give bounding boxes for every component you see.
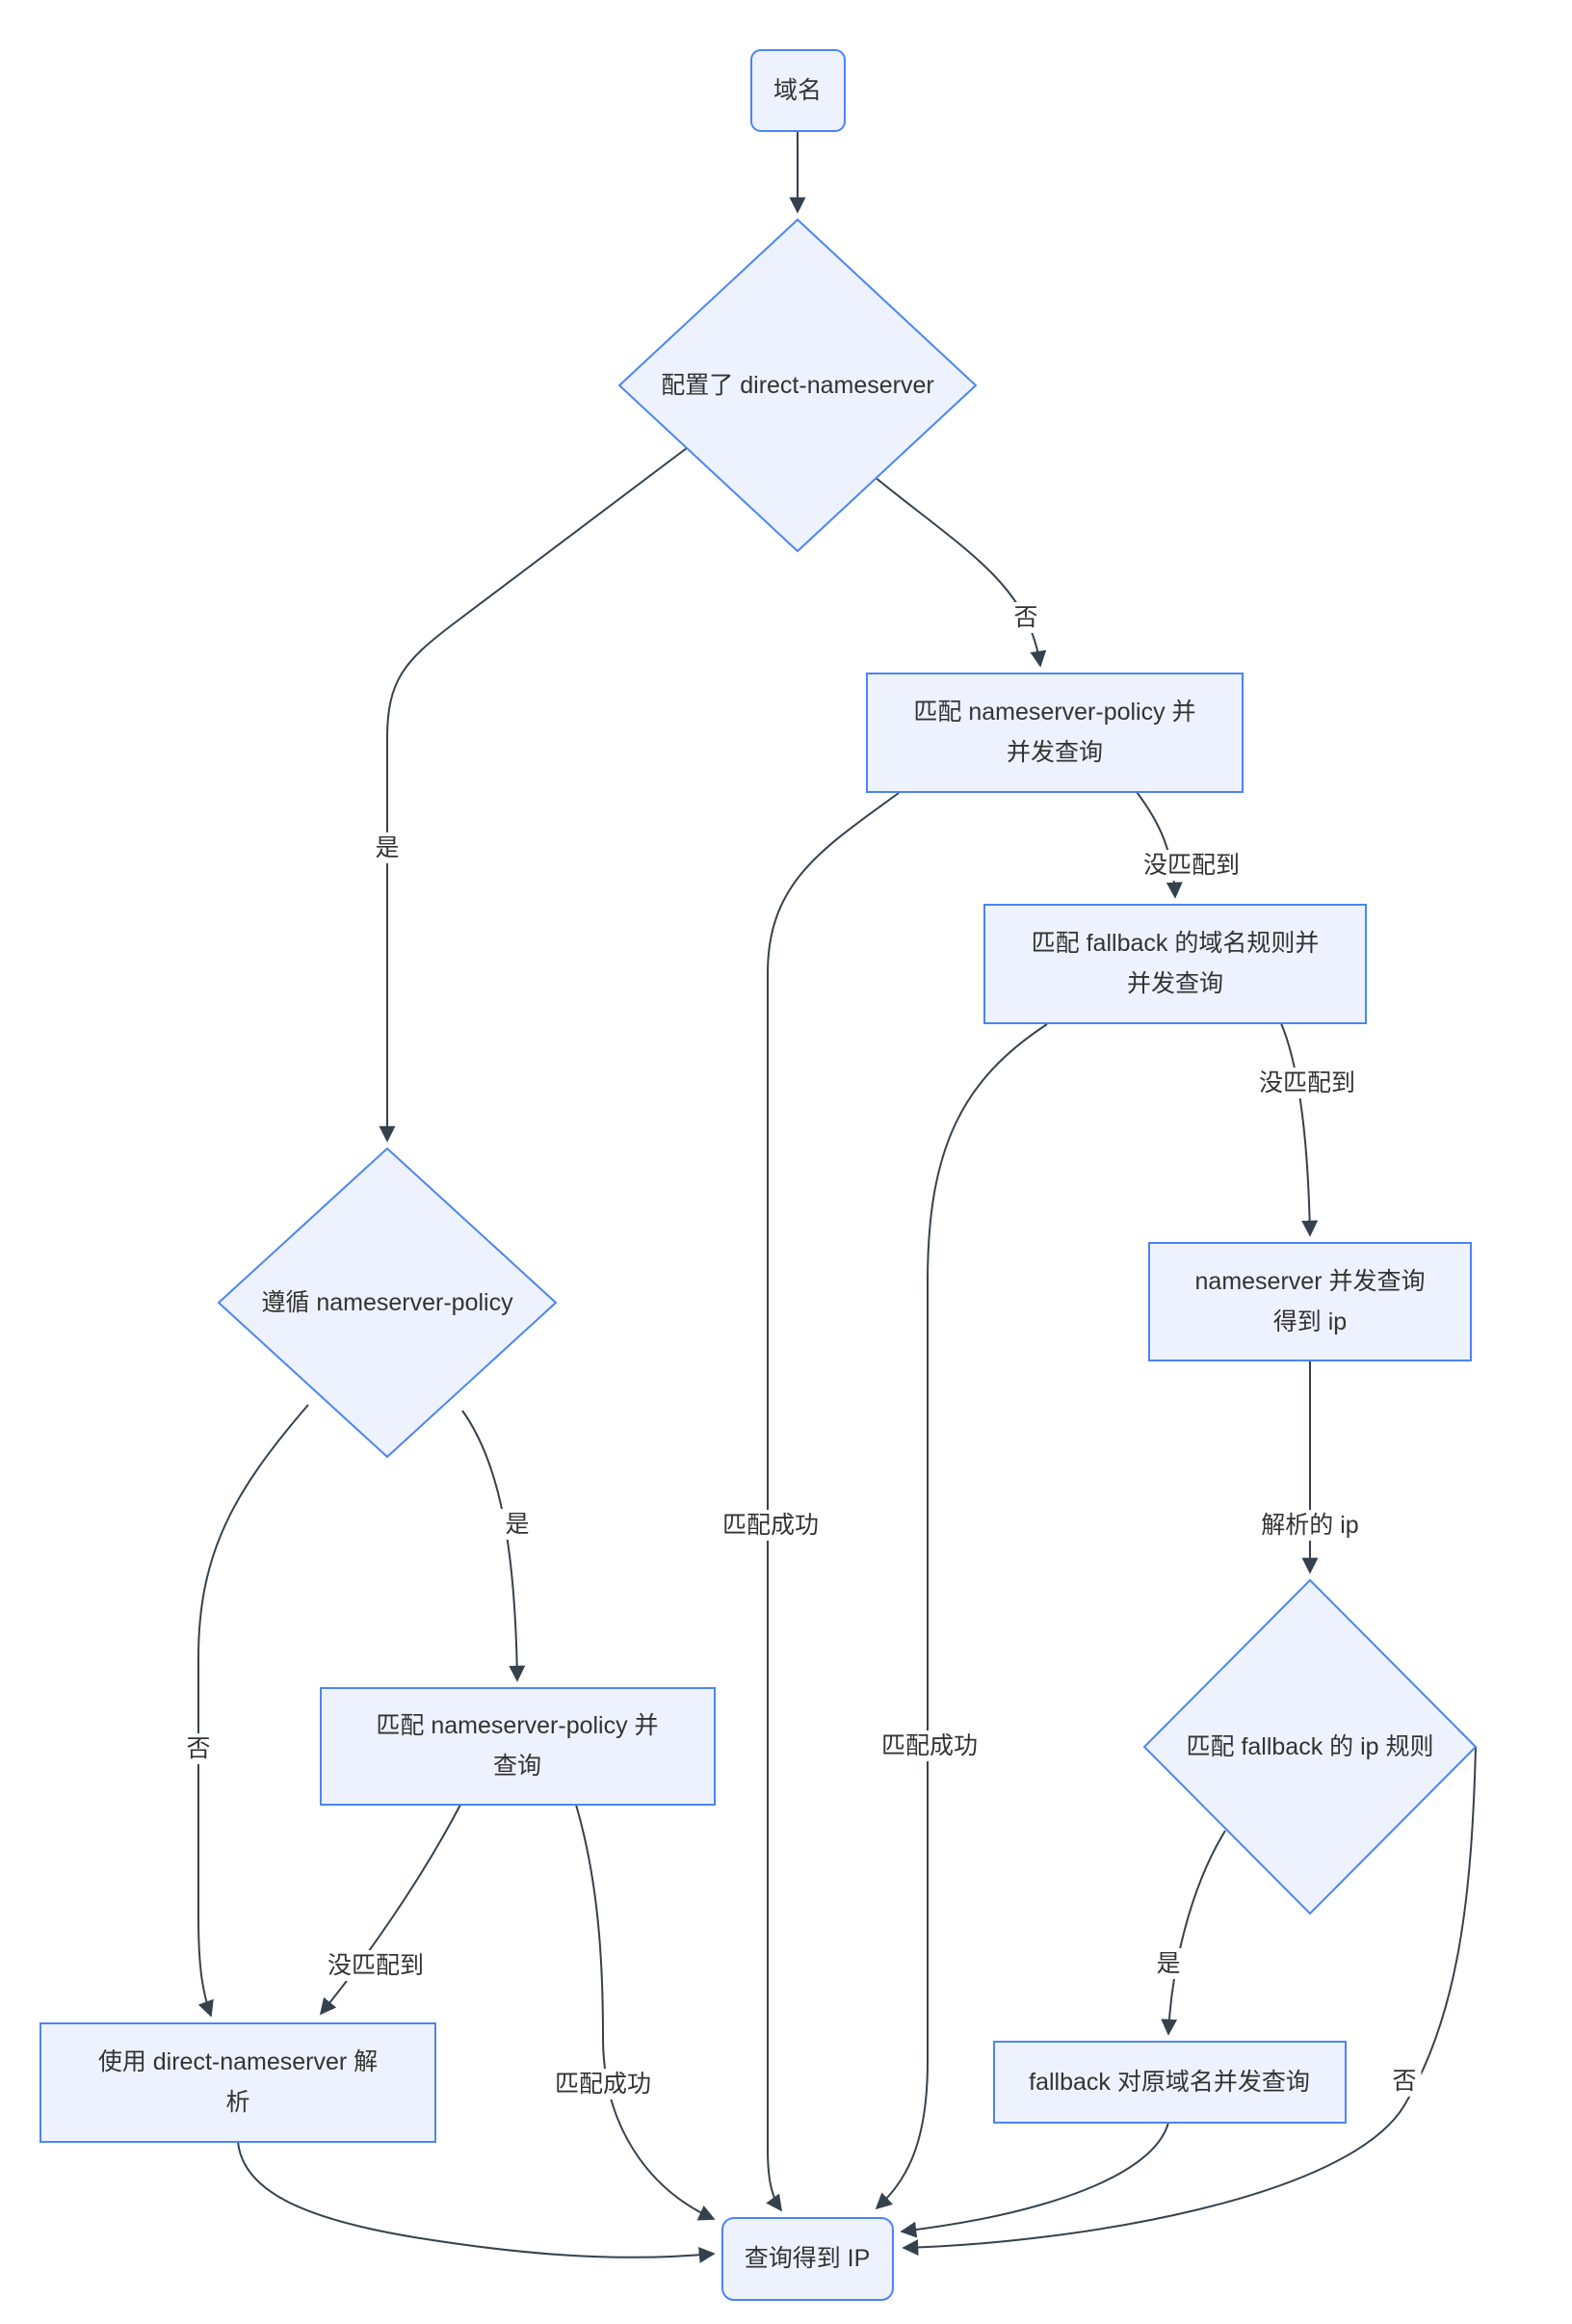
edge-label-fallback-domain-no-match: 没匹配到 [1253,1068,1361,1098]
edge-fallback-ip-yes-to-fallback-query [1161,1830,1226,2036]
node-policy-concurrent-shape [866,673,1244,793]
edge-direct-no-to-policy-concurrent [874,476,1047,668]
edge-label-policy-concurrent-no-match: 没匹配到 [1138,850,1245,881]
node-result-shape [721,2217,894,2301]
edge-policy-query-success-to-result [575,1804,716,2221]
edge-policy-query-nomatch-to-direct-resolve [319,1804,461,2016]
node-fallback-query-label: fallback 对原域名并发查询 [1029,2062,1310,2102]
edge-label-direct-no: 否 [1009,602,1043,633]
edge-label-follow-yes: 是 [500,1509,535,1540]
node-nameserver-query-label: nameserver 并发查询 得到 ip [1195,1261,1426,1342]
node-fallback-ip-check-text: 匹配 fallback 的 ip 规则 [1186,1733,1434,1760]
node-direct-resolve-line2: 析 [225,2089,250,2116]
node-nameserver-query-line1: nameserver 并发查询 [1194,1268,1426,1295]
node-fallback-ip-check-shape [1142,1578,1478,1915]
node-nameserver-query-shape [1148,1242,1472,1361]
node-direct-resolve-line1: 使用 direct-nameserver 解 [97,2048,379,2075]
edge-policy-concurrent-success-to-result [766,792,900,2212]
node-fallback-ip-check-label: 匹配 fallback 的 ip 规则 [1186,1727,1433,1767]
node-policy-query-line2: 查询 [492,1753,542,1780]
node-direct-resolve-label: 使用 direct-nameserver 解 析 [98,2042,378,2123]
edge-fallback-domain-success-to-result [875,1023,1048,2210]
edge-follow-no-to-direct-resolve [197,1404,309,2018]
node-domain-text: 域名 [773,77,823,104]
edge-label-policy-concurrent-success: 匹配成功 [717,1510,825,1541]
node-fallback-domain-line2: 并发查询 [1126,970,1224,997]
node-nameserver-query-line2: 得到 ip [1272,1308,1348,1335]
nodes-layer [39,49,1478,2301]
edge-policy-concurrent-to-fallback-domain [1136,791,1183,899]
node-policy-concurrent-label: 匹配 nameserver-policy 并 并发查询 [913,692,1195,773]
node-result-label: 查询得到 IP [745,2238,871,2279]
edge-label-fallback-domain-success: 匹配成功 [876,1730,983,1761]
edge-direct-resolve-to-result [237,2141,716,2263]
edge-label-direct-yes: 是 [370,832,405,863]
node-policy-query-line1: 匹配 nameserver-policy 并 [376,1712,659,1739]
edge-label-follow-no: 否 [181,1733,216,1764]
edge-fallback-ip-no-to-result [902,1746,1477,2257]
node-policy-query-shape [320,1687,716,1806]
edge-fallback-domain-to-nameserver-query [1280,1022,1319,1237]
node-fallback-query-shape [993,2041,1347,2124]
node-domain-label: 域名 [773,70,822,111]
node-policy-query-label: 匹配 nameserver-policy 并 查询 [376,1705,658,1786]
node-direct-check-label: 配置了 direct-nameserver [661,365,933,406]
node-follow-policy-label: 遵循 nameserver-policy [261,1282,512,1323]
edge-label-fallback-ip-no: 否 [1387,2066,1422,2097]
edge-label-resolved-ip: 解析的 ip [1256,1510,1364,1541]
node-follow-policy-shape [217,1147,558,1459]
node-policy-concurrent-line1: 匹配 nameserver-policy 并 [913,699,1196,726]
edge-label-fallback-ip-yes: 是 [1151,1948,1186,1979]
edge-direct-yes-to-follow-policy [379,447,688,1143]
node-fallback-domain-shape [983,904,1367,1024]
node-direct-check-shape [617,218,978,553]
node-fallback-query-text: fallback 对原域名并发查询 [1029,2069,1310,2096]
edge-follow-yes-to-policy-query [461,1410,526,1682]
edge-label-policy-query-success: 匹配成功 [549,2069,657,2100]
edge-label-policy-query-no-match: 没匹配到 [322,1950,430,1981]
node-fallback-domain-label: 匹配 fallback 的域名规则并 并发查询 [1032,923,1320,1004]
node-direct-resolve-shape [39,2022,436,2143]
node-domain-shape [750,49,846,132]
node-policy-concurrent-line2: 并发查询 [1006,739,1104,766]
node-fallback-domain-line1: 匹配 fallback 的域名规则并 [1031,930,1320,957]
node-result-text: 查询得到 IP [744,2245,871,2272]
edge-fallback-query-to-result [900,2122,1169,2238]
node-direct-check-text: 配置了 direct-nameserver [661,372,934,399]
edges-layer [197,131,1477,2263]
node-follow-policy-text: 遵循 nameserver-policy [261,1289,513,1316]
